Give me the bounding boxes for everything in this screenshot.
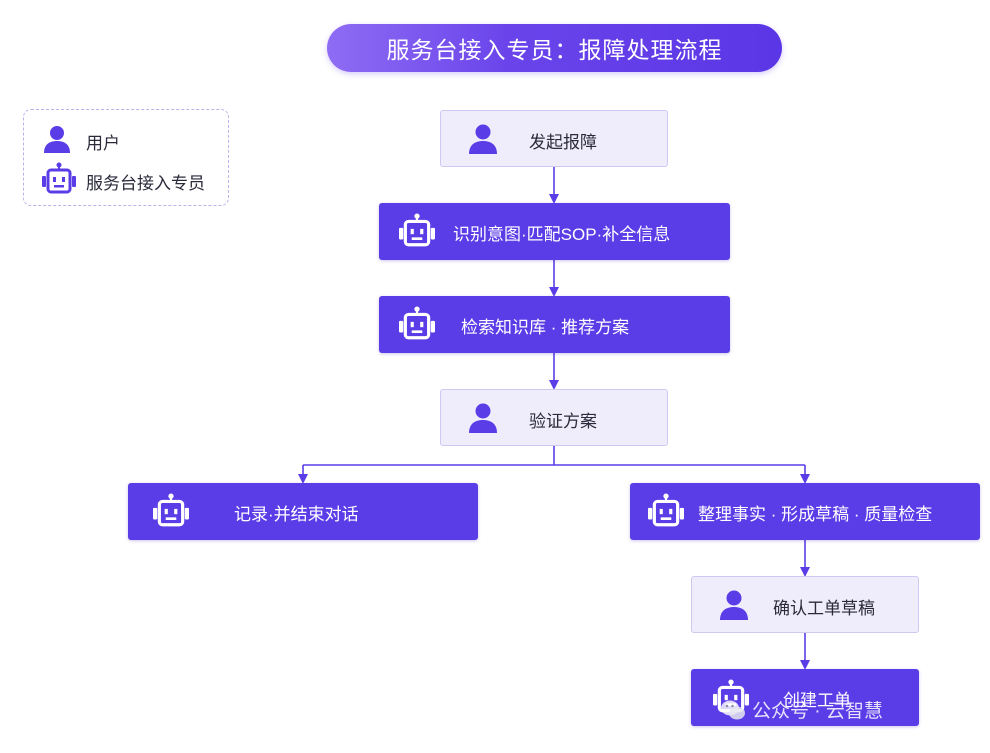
robot-icon [399, 306, 435, 342]
node-organize-facts: 整理事实 · 形成草稿 · 质量检查 [630, 483, 980, 540]
page-title: 服务台接入专员：报障处理流程 [327, 24, 782, 72]
watermark: 公众号 · 云智慧 [720, 696, 883, 723]
node-label: 创建工单 [783, 691, 851, 710]
legend-bot-label: 服务台接入专员 [86, 174, 205, 193]
node-label: 识别意图·匹配SOP·补全信息 [453, 225, 671, 244]
node-label: 整理事实 · 形成草稿 · 质量检查 [698, 505, 933, 524]
legend-item-user: 用户 [42, 124, 120, 159]
legend: 用户 服务台接入专员 [23, 109, 229, 206]
node-label: 确认工单草稿 [773, 599, 875, 618]
user-icon [719, 589, 749, 621]
robot-icon [648, 493, 684, 529]
node-verify-solution: 验证方案 [440, 389, 668, 446]
node-label: 验证方案 [529, 412, 597, 431]
legend-item-bot: 服务台接入专员 [42, 162, 205, 201]
legend-user-label: 用户 [86, 134, 120, 153]
watermark-text: 公众号 · 云智慧 [752, 701, 883, 722]
node-label: 检索知识库 · 推荐方案 [461, 318, 630, 337]
node-confirm-draft: 确认工单草稿 [691, 576, 919, 633]
node-identify-intent: 识别意图·匹配SOP·补全信息 [379, 203, 730, 260]
user-icon [468, 123, 498, 155]
node-label: 发起报障 [529, 133, 597, 152]
robot-icon [42, 162, 76, 201]
robot-icon [153, 493, 189, 529]
user-icon [468, 402, 498, 434]
user-icon [42, 124, 72, 159]
node-report-issue: 发起报障 [440, 110, 668, 167]
robot-icon [399, 213, 435, 249]
wechat-icon [720, 699, 746, 721]
node-record-end: 记录·并结束对话 [128, 483, 478, 540]
node-search-knowledge: 检索知识库 · 推荐方案 [379, 296, 730, 353]
node-create-ticket: 创建工单 [691, 669, 919, 726]
node-label: 记录·并结束对话 [234, 505, 359, 524]
